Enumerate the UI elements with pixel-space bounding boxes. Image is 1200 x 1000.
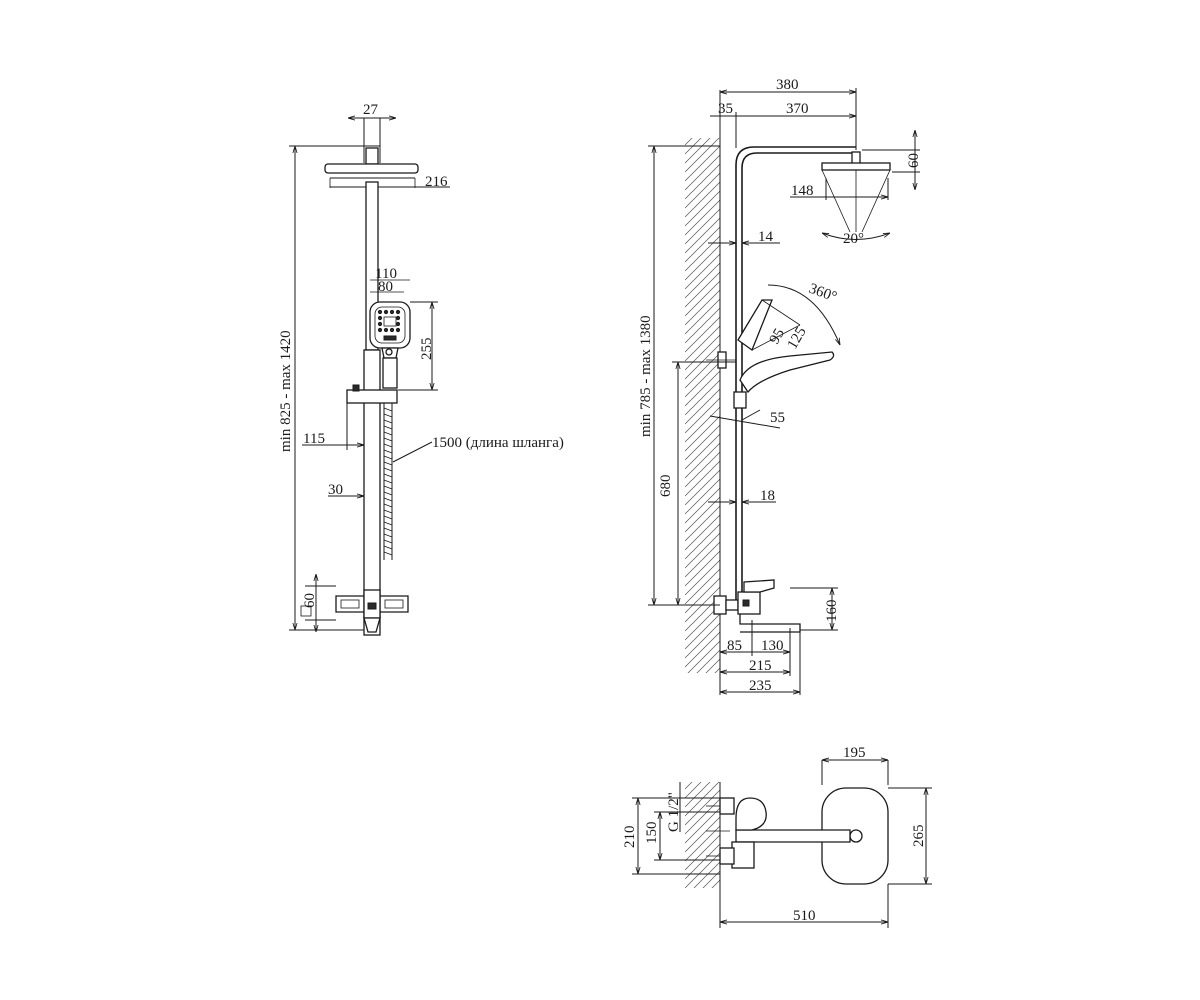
front-hand-face-label: 80 <box>378 279 393 295</box>
side-head-size-label: 148 <box>791 183 814 199</box>
top-total-length-label: 510 <box>793 908 816 924</box>
front-holder-offset-label: 115 <box>303 431 325 447</box>
front-head-diameter-label: 216 <box>425 174 448 190</box>
side-mixer <box>713 579 801 633</box>
front-hand-width-label: 110 <box>375 266 397 282</box>
front-hand-height-label: 255 <box>419 338 435 361</box>
side-hand-shower <box>733 299 835 409</box>
side-head-height-label: 60 <box>906 153 922 168</box>
side-lower-tube-label: 18 <box>760 488 775 504</box>
front-view: 27 216 110 80 255 <box>278 102 564 636</box>
side-arm-length-label: 370 <box>786 101 809 117</box>
top-hand-shower <box>735 797 767 831</box>
side-spray-angle-label: 20° <box>843 231 864 247</box>
side-wall <box>685 138 720 673</box>
side-outlet-height-label: 680 <box>658 475 674 498</box>
side-upper-tube-label: 14 <box>758 229 774 245</box>
top-view: 195 265 210 150 G 1/2" 510 <box>622 745 932 928</box>
side-total-depth-label: 235 <box>749 678 772 694</box>
side-spout-reach-label: 215 <box>749 658 772 674</box>
top-wall <box>685 782 720 888</box>
top-outlet-spacing-label: 210 <box>622 826 638 849</box>
side-shower-head <box>821 162 891 171</box>
front-shower-head <box>324 163 419 174</box>
front-hose-length-label: 1500 (длина шланга) <box>432 435 564 451</box>
side-view: 380 35 370 20° 148 60 14 360° <box>638 77 922 695</box>
front-top-width-label: 27 <box>363 102 379 118</box>
side-height-range-label: min 785 - max 1380 <box>638 315 654 437</box>
side-hand-face-label: 95 <box>767 326 788 347</box>
top-arm <box>735 829 851 843</box>
front-hose <box>383 403 393 560</box>
front-rod-diameter-label: 30 <box>328 482 343 498</box>
top-connector-spacing-label: 150 <box>644 822 660 845</box>
top-head-depth-label: 265 <box>911 825 927 848</box>
front-hand-shower <box>369 301 411 349</box>
side-holder-angle-label: 55 <box>770 410 785 426</box>
side-spout-base-label: 85 <box>727 638 742 654</box>
front-rod <box>363 349 381 636</box>
side-hand-length-label: 125 <box>785 325 810 352</box>
side-spout-length-label: 130 <box>761 638 784 654</box>
top-thread-label: G 1/2" <box>666 792 682 832</box>
top-head-width-label: 195 <box>843 745 866 761</box>
side-wall-offset-label: 35 <box>718 101 733 117</box>
front-slider <box>346 389 398 404</box>
side-total-reach-label: 380 <box>776 77 799 93</box>
side-mixer-height-label: 160 <box>824 600 840 623</box>
front-mixer-height-label: 60 <box>302 593 318 608</box>
top-mixer <box>731 841 755 869</box>
side-shower-arm <box>735 146 856 600</box>
front-height-range-label: min 825 - max 1420 <box>278 330 294 452</box>
front-mixer <box>335 589 409 633</box>
